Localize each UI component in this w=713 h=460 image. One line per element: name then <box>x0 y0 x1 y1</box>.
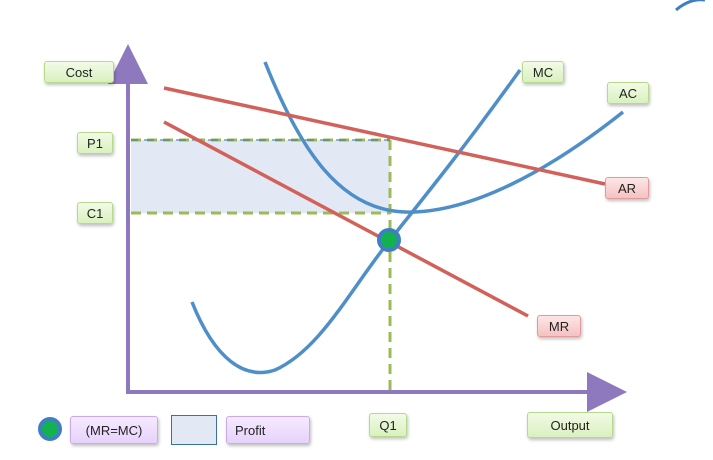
equilibrium-point <box>377 228 401 252</box>
ar-line <box>163 86 606 186</box>
legend-equilibrium-icon <box>38 417 62 441</box>
mr-label: MR <box>537 315 581 337</box>
legend-equilibrium-label: (MR=MC) <box>70 416 158 444</box>
corner-decoration <box>675 0 705 12</box>
mr-line <box>163 120 529 318</box>
ar-label: AR <box>605 177 649 199</box>
legend-profit-swatch <box>171 415 217 445</box>
legend-profit-label: Profit <box>226 416 310 444</box>
ac-label: AC <box>607 82 649 104</box>
profit-area <box>131 140 390 213</box>
p1-label: P1 <box>77 132 113 154</box>
ac-curve <box>263 61 625 214</box>
output-axis-label: Output <box>527 412 613 438</box>
mc-curve <box>190 68 522 375</box>
c1-label: C1 <box>77 202 113 224</box>
cost-axis-label: Cost <box>44 61 114 83</box>
q1-label: Q1 <box>369 413 407 437</box>
mc-label: MC <box>522 61 564 83</box>
